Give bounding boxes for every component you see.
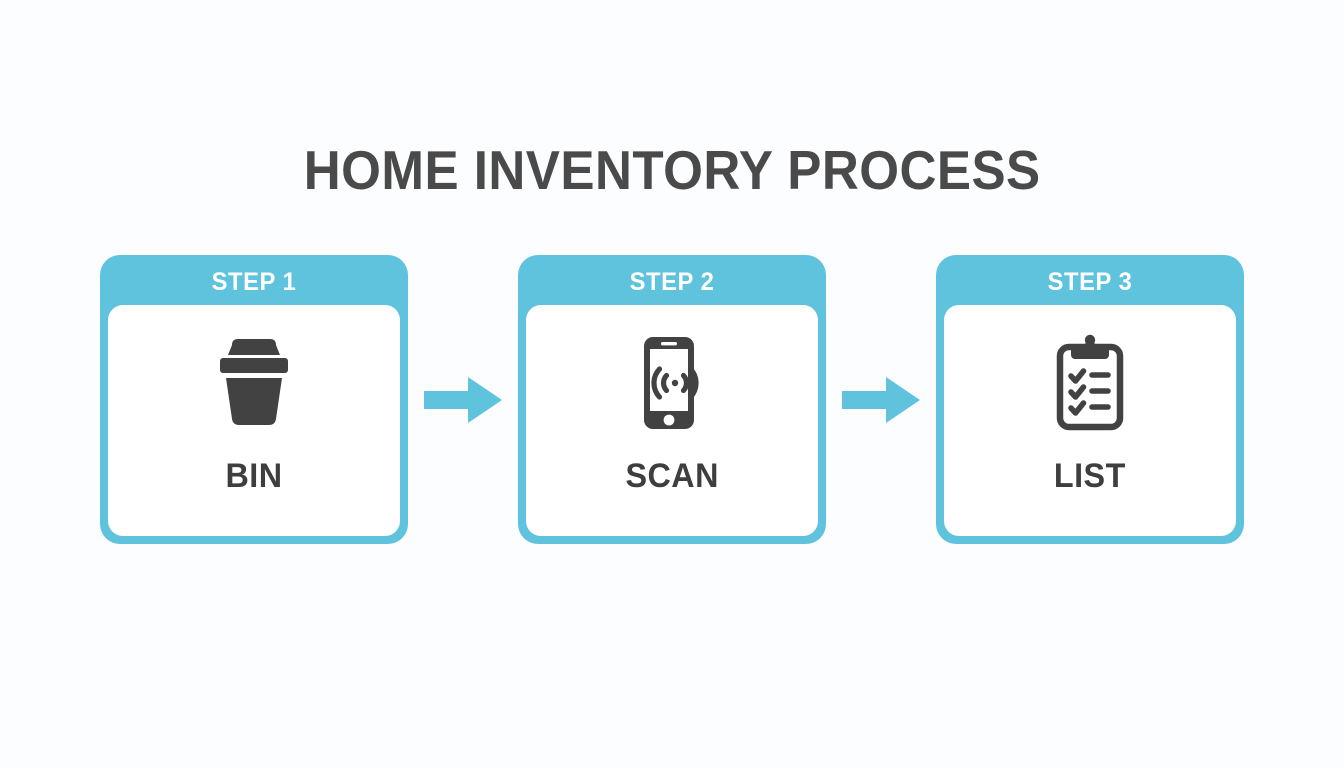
bin-icon <box>202 331 306 435</box>
step-label-1: BIN <box>225 457 283 495</box>
step-label-3: LIST <box>1054 457 1126 495</box>
step-card-2[interactable]: STEP 2 <box>518 255 826 544</box>
step-header-1: STEP 1 <box>211 267 297 296</box>
page-title: HOME INVENTORY PROCESS <box>303 139 1041 201</box>
step-body-3: LIST <box>944 305 1236 536</box>
arrow-right-icon <box>826 376 936 423</box>
step-card-1[interactable]: STEP 1 BIN <box>100 255 408 544</box>
smartphone-scan-icon <box>620 331 724 435</box>
step-card-3[interactable]: STEP 3 <box>936 255 1244 544</box>
step-body-2: SCAN <box>526 305 818 536</box>
steps-row: STEP 1 BIN <box>100 255 1244 544</box>
step-header-3: STEP 3 <box>1047 267 1133 296</box>
step-body-1: BIN <box>108 305 400 536</box>
step-label-2: SCAN <box>625 457 719 495</box>
arrow-right-icon <box>408 376 518 423</box>
clipboard-checklist-icon <box>1038 331 1142 435</box>
step-header-2: STEP 2 <box>629 267 715 296</box>
